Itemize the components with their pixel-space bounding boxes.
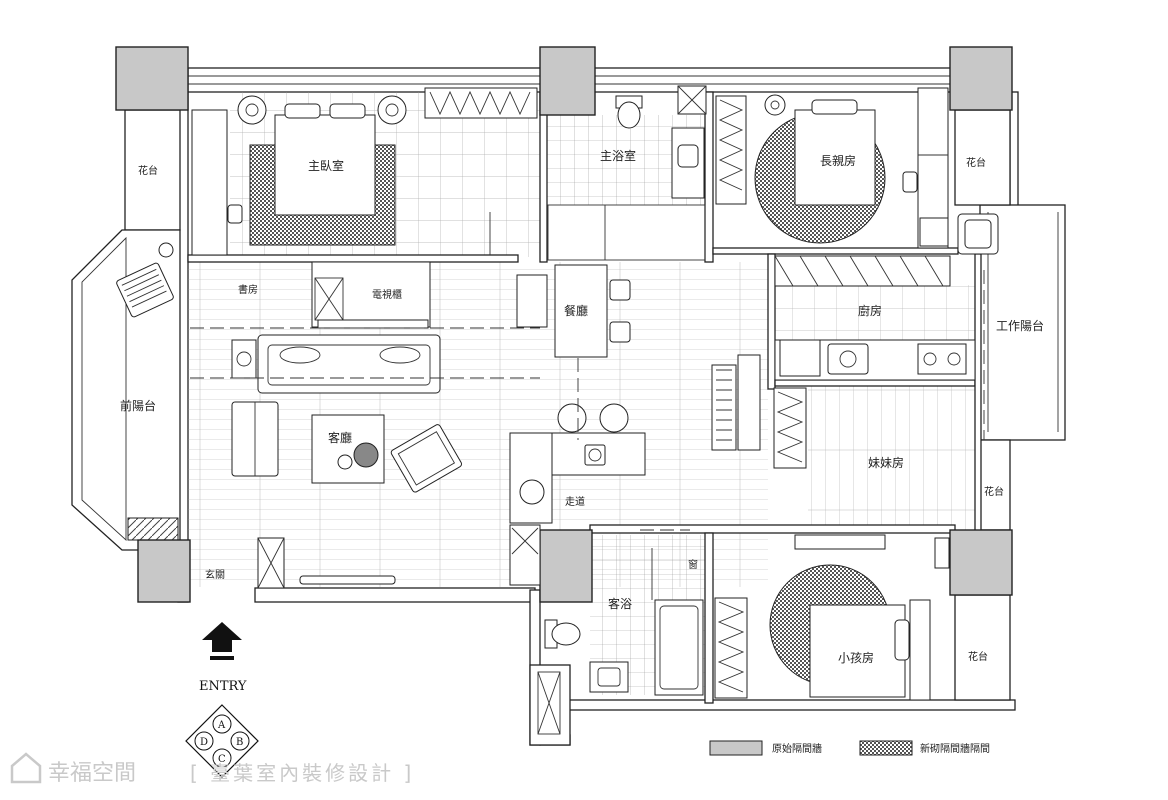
master-bedroom-furniture — [191, 87, 538, 256]
label-kitchen: 廚房 — [858, 303, 882, 318]
piano — [711, 354, 761, 451]
entry-label: ENTRY — [199, 679, 247, 694]
sister-room-furniture — [773, 387, 807, 469]
kitchen-fixtures — [774, 255, 976, 381]
label-master-bedroom: 主臥室 — [308, 158, 344, 173]
compass-a: A — [217, 720, 226, 731]
label-flower-bed-2: 花台 — [966, 156, 986, 169]
label-living: 客廳 — [328, 430, 352, 445]
label-flower-bed-1: 花台 — [138, 164, 158, 177]
columns — [115, 46, 1013, 603]
label-front-balcony: 前陽台 — [120, 398, 156, 413]
label-window: 窗 — [688, 558, 698, 571]
entry-marker: ENTRY — [199, 622, 247, 694]
watermark-brand: 幸福空間 — [48, 761, 136, 786]
legend-new-wall: 新砌隔間牆隔間 — [920, 742, 990, 755]
label-guest-bath: 客浴 — [608, 596, 632, 611]
left-balcony — [71, 109, 181, 551]
entrance-furniture — [257, 537, 396, 589]
elder-room-furniture — [715, 87, 999, 255]
right-balconies — [954, 109, 1011, 701]
label-tv-wall: 電視櫃 — [372, 288, 402, 301]
compass-d: D — [200, 737, 208, 748]
legend-original-wall: 原始隔間牆 — [772, 742, 822, 755]
label-study: 書房 — [238, 283, 258, 296]
house-logo-icon — [10, 752, 42, 784]
dining-furniture — [509, 264, 646, 586]
living-furniture — [116, 242, 463, 493]
legend: 原始隔間牆 新砌隔間牆隔間 — [709, 740, 990, 756]
dashed-lines — [190, 270, 985, 531]
label-dining: 餐廳 — [564, 303, 588, 318]
label-son-room: 小孩房 — [838, 650, 874, 665]
entry-arrow-icon — [202, 622, 242, 652]
son-room-furniture — [714, 534, 950, 701]
label-elder-room: 長親房 — [820, 153, 856, 168]
compass-c: C — [218, 754, 226, 765]
label-sister-room: 妹妹房 — [868, 455, 904, 470]
room-labels: 主臥室 主浴室 長親房 書房 電視櫃 餐廳 廚房 工作陽台 客廳 前陽台 妹妹房… — [120, 148, 1044, 665]
label-entrance: 玄關 — [205, 568, 225, 581]
label-utility-balcony: 工作陽台 — [996, 318, 1044, 333]
utility-balcony — [979, 204, 1066, 441]
label-master-bath: 主浴室 — [600, 148, 636, 163]
legend-swatch-original — [709, 740, 763, 756]
master-bath-fixtures — [547, 85, 707, 261]
compass-icon: A B C D — [185, 704, 259, 778]
label-flower-bed-3: 花台 — [984, 485, 1004, 498]
tv-cabinet — [311, 261, 431, 329]
watermark-company: [ 臺葉室內裝修設計 ] — [190, 761, 414, 785]
legend-swatch-new — [859, 740, 913, 756]
label-flower-bed-4: 花台 — [968, 650, 988, 663]
guest-bath-fixtures — [544, 548, 704, 696]
interior-walls — [187, 91, 982, 746]
watermark: 幸福空間 [ 臺葉室內裝修設計 ] — [10, 752, 414, 786]
compass-b: B — [236, 737, 243, 748]
label-corridor: 走道 — [565, 495, 585, 508]
